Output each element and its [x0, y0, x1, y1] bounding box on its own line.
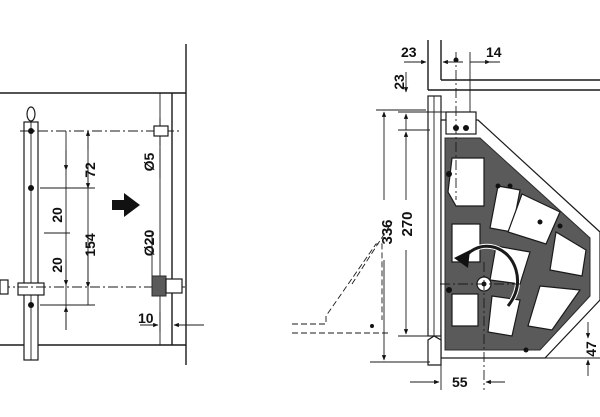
- cabinet-side: [427, 95, 442, 337]
- cutout-9: [451, 293, 479, 327]
- dim-23-vertical: 23: [391, 74, 407, 90]
- dim-20-lower: 20: [49, 257, 65, 273]
- bolt-e: [523, 347, 529, 353]
- rail-bracket: [17, 282, 45, 296]
- flap-open-outline-3: [351, 221, 393, 285]
- rail-screw-4: [28, 302, 34, 308]
- dia5-hole: [153, 125, 169, 137]
- left-front-view: 72 20 154 20 Ø5 Ø20 10: [0, 44, 204, 365]
- flap-open-outline: [292, 243, 383, 325]
- dim-47: 47: [583, 341, 599, 357]
- centerline-mark: [453, 57, 459, 63]
- dim-72: 72: [82, 162, 98, 178]
- rotation-arrow-head: [454, 250, 470, 268]
- cutout-3: [507, 193, 561, 245]
- rail-top-cap: [26, 106, 36, 122]
- bolt-d: [507, 183, 513, 189]
- dim-dia20: Ø20: [141, 230, 157, 257]
- dim-dia5: Ø5: [141, 152, 157, 171]
- dia20-bore: [151, 275, 167, 297]
- dim-55: 55: [452, 374, 468, 390]
- bolt-b: [537, 219, 543, 225]
- bolt-upper: [446, 171, 452, 177]
- bolt-c: [557, 223, 563, 229]
- cutout-4: [549, 231, 587, 277]
- dim-20-upper: 20: [49, 207, 65, 223]
- direction-arrow-icon: [112, 193, 140, 217]
- left-edge-bracket: [0, 279, 9, 295]
- dim-336: 336: [379, 219, 396, 244]
- dim-154: 154: [82, 233, 98, 257]
- bolt-a: [495, 183, 501, 189]
- dim-23-horizontal: 23: [401, 44, 417, 60]
- cutout-1: [447, 157, 485, 207]
- dia20-plug: [165, 278, 183, 294]
- cutout-7: [527, 285, 582, 331]
- dim-10: 10: [138, 310, 154, 326]
- rotation-arrow-icon: [460, 244, 520, 307]
- dim-270: 270: [399, 211, 416, 236]
- rail-screw-1: [28, 128, 34, 134]
- rail-screw-2: [28, 185, 34, 191]
- dim-14: 14: [486, 44, 502, 60]
- bolt-lower: [446, 287, 452, 293]
- door-stub: [427, 335, 442, 366]
- right-side-view: 23 14 23 336 270 55 47: [292, 40, 600, 390]
- flap-pivot-mark: [370, 324, 374, 328]
- hinge-screw-2: [463, 125, 469, 131]
- hinge-block: [445, 111, 477, 135]
